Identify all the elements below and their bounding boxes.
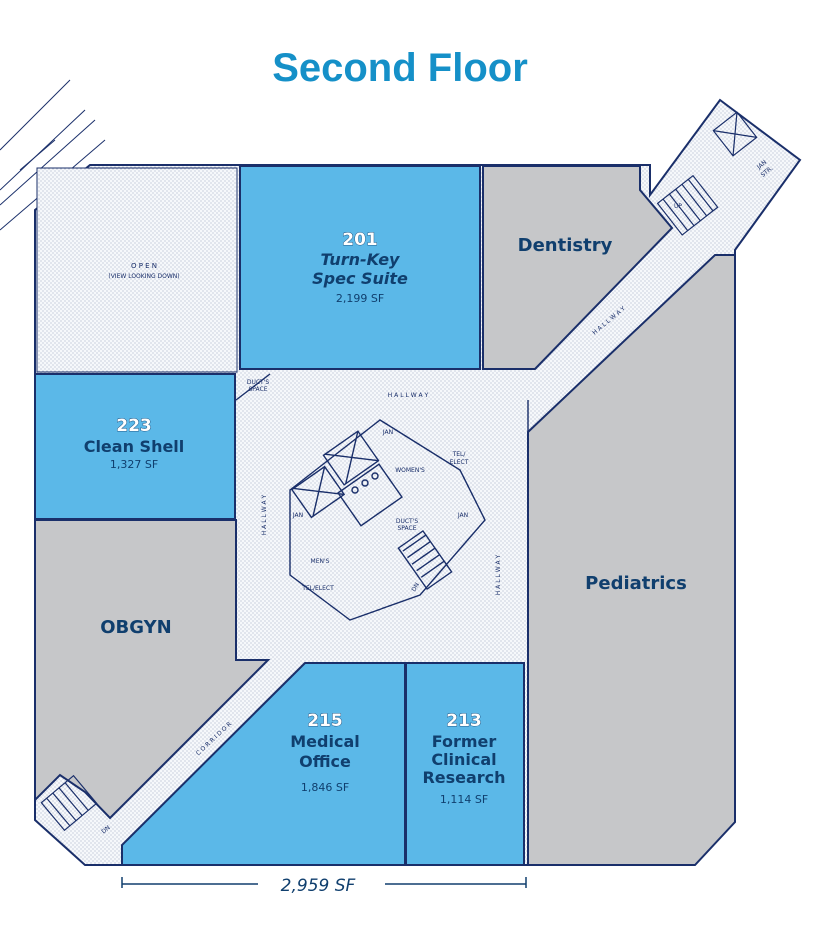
total-area-label: 2,959 SF (281, 876, 356, 896)
stair-up-label: UP (674, 203, 682, 210)
suite-213-name-line2: Clinical (431, 750, 496, 769)
hallway-label-east: H A L L W A Y (495, 554, 502, 595)
suite-215-area: 1,846 SF (301, 781, 349, 794)
suite-223-name: Clean Shell (84, 437, 185, 456)
duct-space-2-line1: DUCT'S (396, 518, 419, 525)
hallway-label-west: H A L L W A Y (261, 494, 268, 535)
suite-223[interactable] (34, 373, 236, 520)
suite-223-number: 223 (116, 416, 152, 436)
suite-213-name-line1: Former (432, 732, 497, 751)
building-core (235, 373, 529, 621)
suite-201-number: 201 (342, 230, 378, 250)
suite-213-name-line3: Research (422, 768, 505, 787)
mens-restroom-label: MEN'S (311, 558, 330, 565)
jan-label-1: JAN (382, 429, 393, 436)
suite-obgyn[interactable] (34, 519, 271, 820)
tel-elect-1-line1: TEL/ (452, 451, 467, 458)
suite-201[interactable] (239, 165, 481, 370)
stair-southwest (40, 774, 98, 832)
suite-215-number: 215 (307, 711, 343, 731)
suite-215[interactable] (121, 662, 406, 866)
tel-elect-2: TEL/ELECT (301, 585, 334, 592)
suite-pediatrics[interactable] (527, 254, 736, 866)
stair-northeast (656, 111, 758, 236)
hallway-label-north: H A L L W A Y (388, 392, 429, 399)
tenant-pediatrics-label: Pediatrics (585, 573, 687, 594)
suite-201-name-line1: Turn-Key (321, 250, 401, 269)
suite-dentistry[interactable] (482, 165, 674, 370)
duct-space-1-line2: SPACE (248, 386, 267, 393)
duct-space-2-line2: SPACE (397, 525, 416, 532)
womens-restroom-label: WOMEN'S (395, 467, 425, 474)
stair-down-label-southwest: DN (100, 824, 111, 835)
stair-down-label-core: DN (410, 582, 421, 593)
suite-215-name-line2: Office (299, 752, 351, 771)
tel-elect-1-line2: ELECT (450, 459, 469, 466)
suite-223-area: 1,327 SF (110, 458, 158, 471)
jan-label-3: JAN (457, 512, 468, 519)
suite-213-area: 1,114 SF (440, 793, 488, 806)
floor-title: Second Floor (272, 46, 528, 90)
suite-215-name-line1: Medical (290, 732, 359, 751)
tenant-dentistry-label: Dentistry (518, 235, 613, 256)
total-area-dimension (121, 877, 527, 888)
tenant-obgyn-label: OBGYN (100, 617, 172, 638)
suite-201-name-line2: Spec Suite (312, 269, 408, 288)
suite-201-area: 2,199 SF (336, 292, 384, 305)
open-label: O P E N (131, 262, 157, 270)
duct-space-1-line1: DUCT'S (247, 379, 270, 386)
suite-213-number: 213 (446, 711, 482, 731)
suite-213[interactable] (405, 662, 525, 866)
jan-label-2: JAN (292, 512, 303, 519)
open-area (36, 167, 238, 373)
open-sublabel: (VIEW LOOKING DOWN) (108, 273, 179, 280)
